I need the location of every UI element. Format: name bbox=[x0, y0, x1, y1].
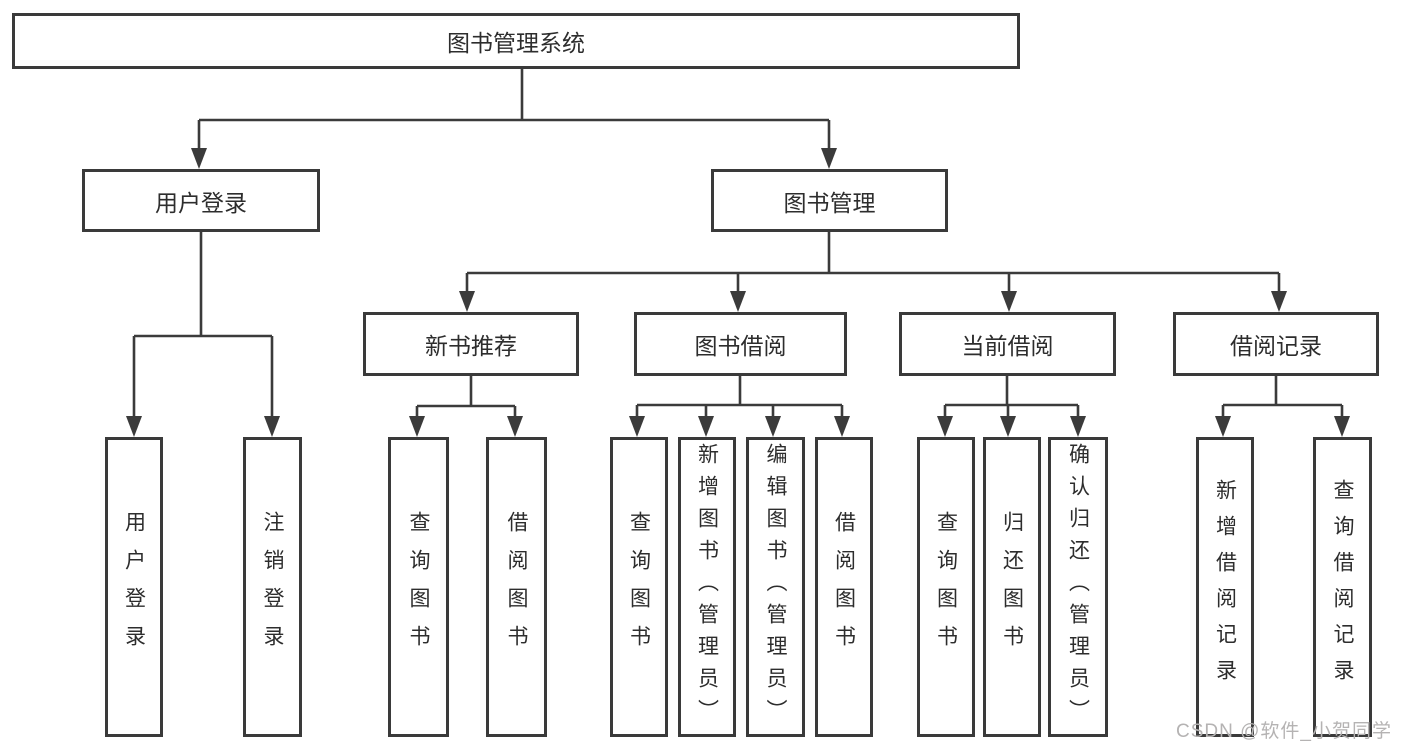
node-query-borrow-record: 查询借阅记录 bbox=[1313, 437, 1372, 737]
node-current-borrowing: 当前借阅 bbox=[899, 312, 1116, 376]
node-library-management-system: 图书管理系统 bbox=[12, 13, 1020, 69]
node-user-login-leaf: 用户登录 bbox=[105, 437, 163, 737]
node-book-management: 图书管理 bbox=[711, 169, 948, 232]
node-add-books-admin: 新增图书（管理员） bbox=[678, 437, 736, 737]
node-edit-books-admin: 编辑图书（管理员） bbox=[746, 437, 805, 737]
node-new-book-recommend: 新书推荐 bbox=[363, 312, 579, 376]
node-return-books: 归还图书 bbox=[983, 437, 1041, 737]
node-logout: 注销登录 bbox=[243, 437, 302, 737]
node-user-login: 用户登录 bbox=[82, 169, 320, 232]
arrowheads bbox=[126, 148, 1350, 437]
csdn-watermark: CSDN @软件_小贺同学 bbox=[1176, 721, 1392, 742]
node-borrowing-records: 借阅记录 bbox=[1173, 312, 1379, 376]
node-borrow-books-recommend: 借阅图书 bbox=[486, 437, 547, 737]
node-add-borrow-record: 新增借阅记录 bbox=[1196, 437, 1254, 737]
node-borrow-books-borrowing: 借阅图书 bbox=[815, 437, 873, 737]
node-confirm-return-admin: 确认归还（管理员） bbox=[1048, 437, 1108, 737]
node-book-borrowing: 图书借阅 bbox=[634, 312, 847, 376]
node-query-books-current: 查询图书 bbox=[917, 437, 975, 737]
node-query-books-borrowing: 查询图书 bbox=[610, 437, 668, 737]
node-query-books-recommend: 查询图书 bbox=[388, 437, 449, 737]
